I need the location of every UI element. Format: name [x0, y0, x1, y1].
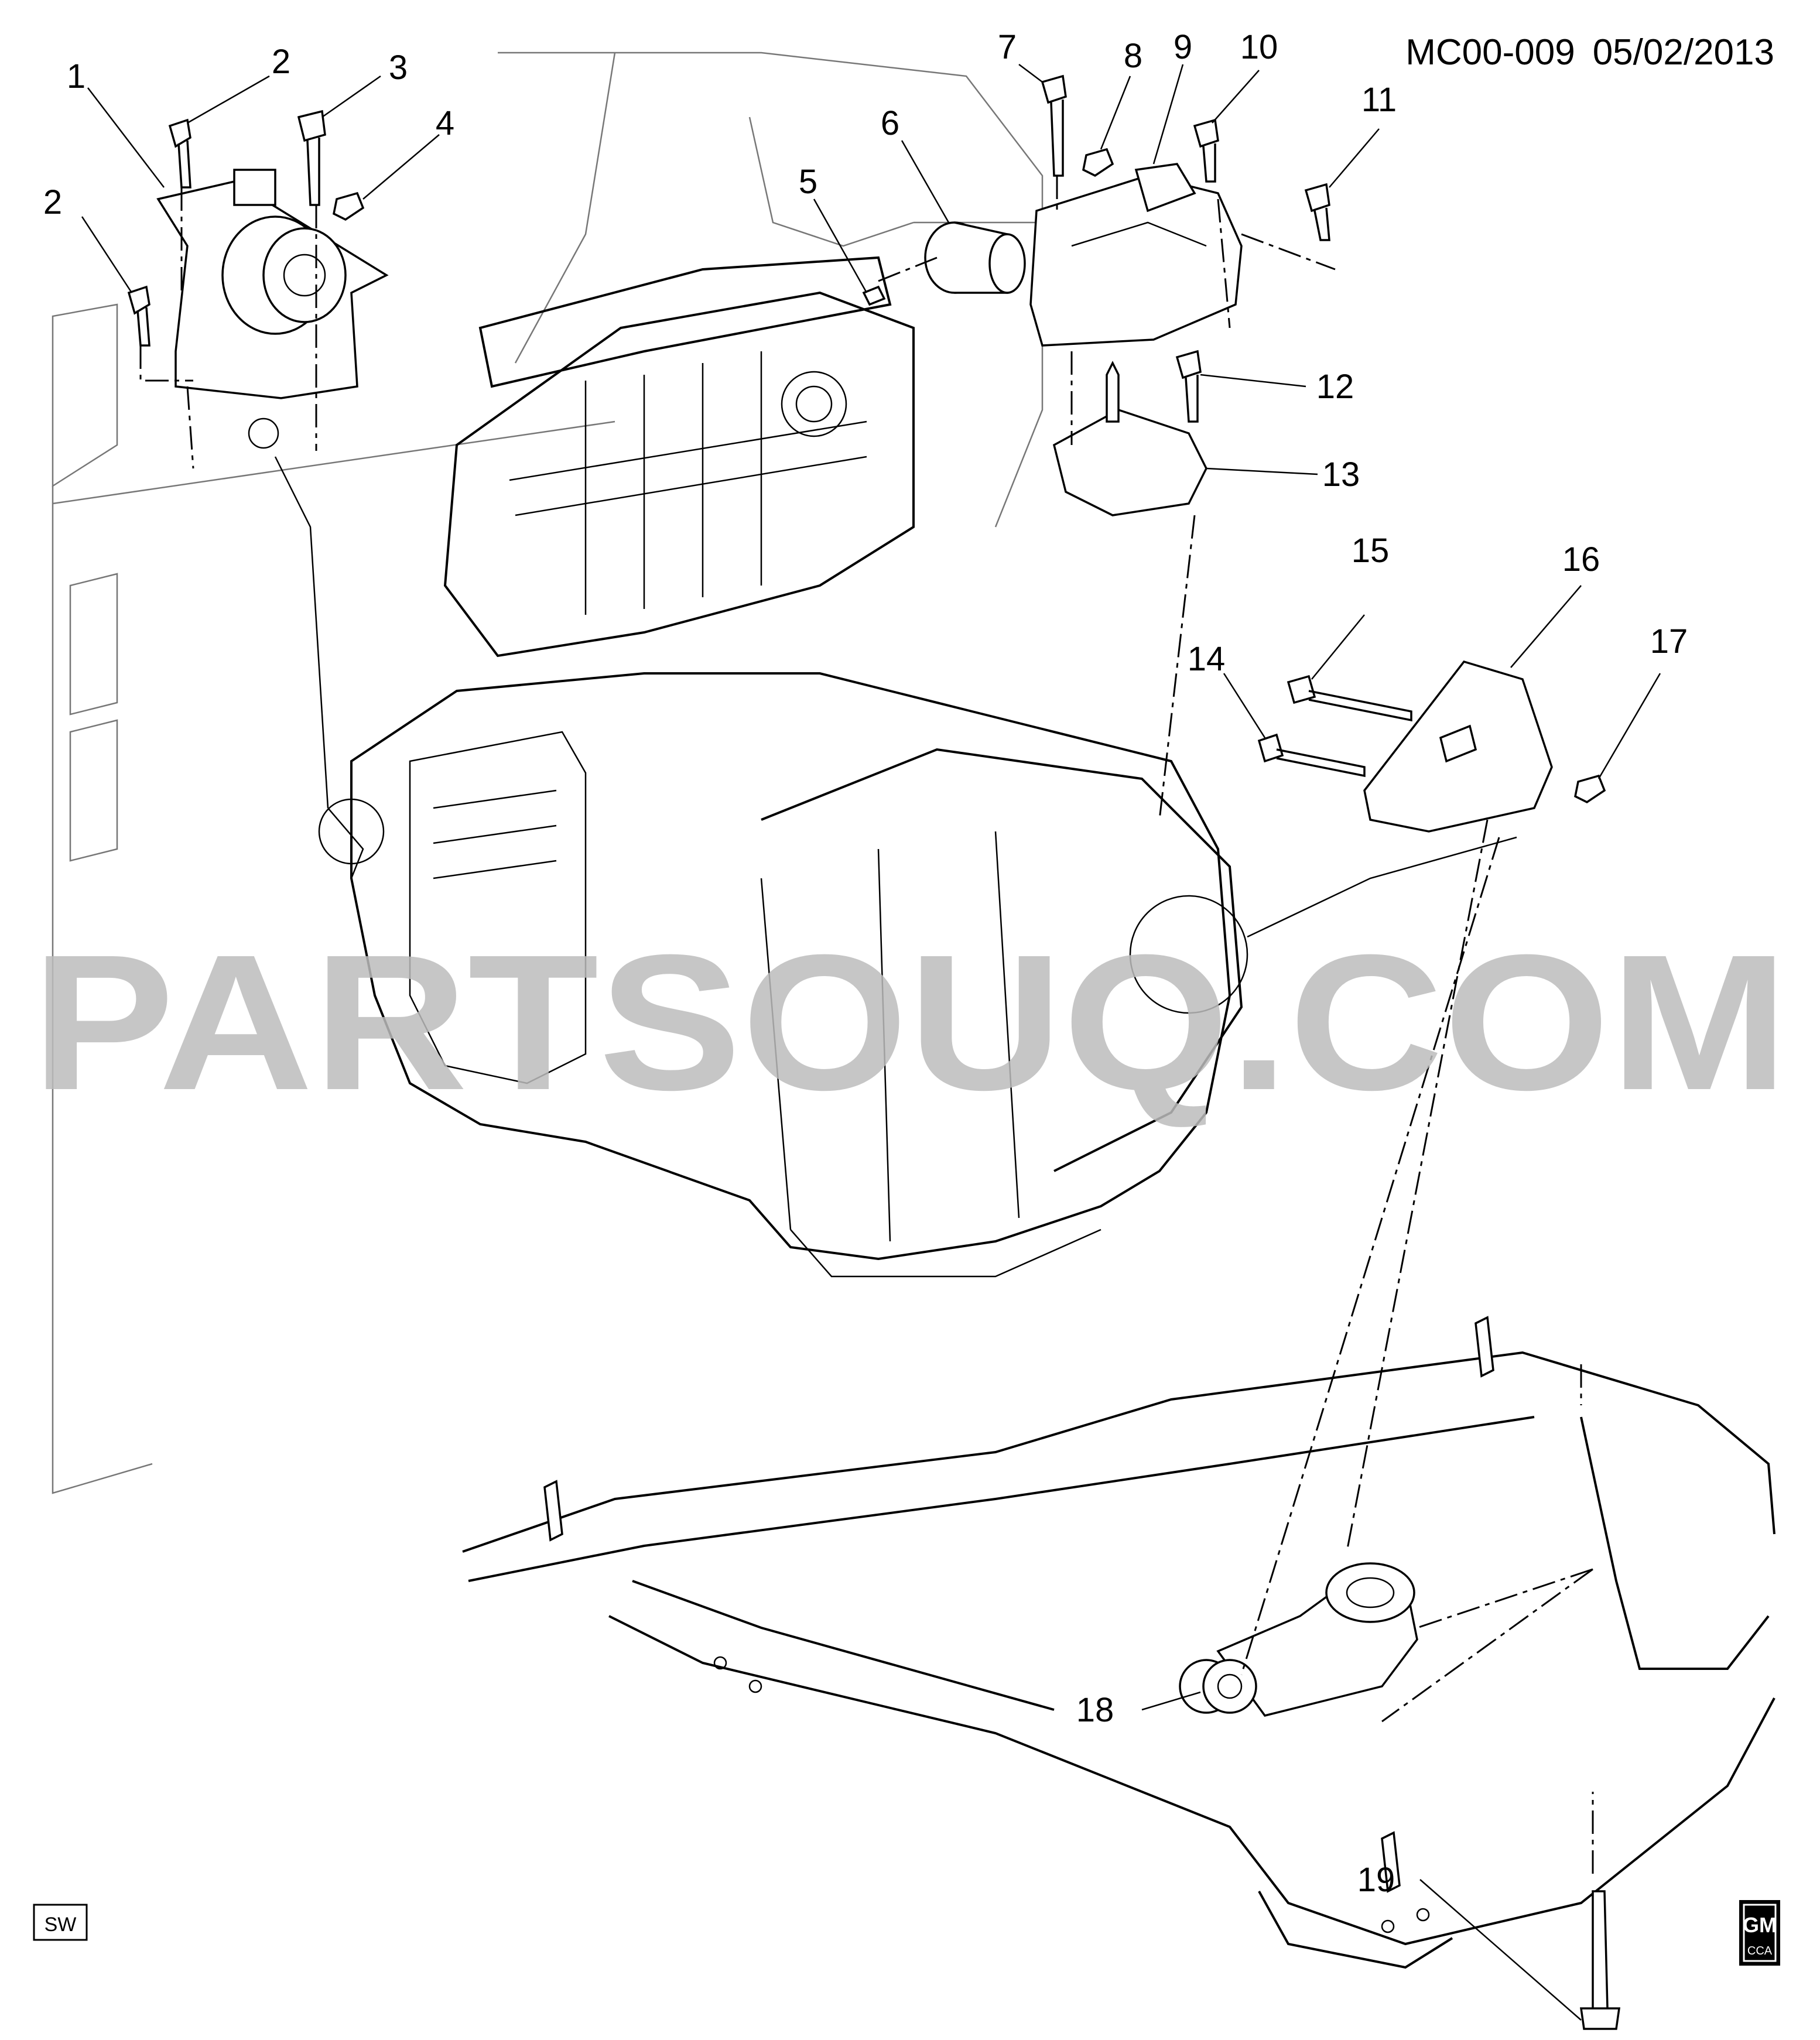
transmission-mount-upper — [1029, 163, 1243, 347]
nut-icon-4 — [333, 191, 365, 221]
sw-tag: SW — [33, 1904, 88, 1941]
callout-17: 17 — [1650, 622, 1688, 660]
callout-15: 15 — [1352, 532, 1390, 570]
transmission-mount-lower — [1052, 361, 1207, 516]
callout-1: 1 — [67, 57, 85, 95]
front-subframe — [462, 1316, 1775, 1969]
bolt-icon-14 — [1257, 733, 1366, 778]
callout-labels: 1 2 2 3 4 5 6 7 8 9 10 11 12 13 14 15 16… — [43, 28, 1688, 1899]
engine-mount-left — [156, 169, 389, 399]
bolt-icon-10 — [1193, 118, 1219, 183]
gm-logo: GM CCA — [1739, 1900, 1780, 1966]
callout-6: 6 — [881, 104, 899, 142]
callout-14: 14 — [1188, 640, 1226, 678]
sw-tag-text: SW — [45, 1914, 77, 1936]
callout-12: 12 — [1316, 368, 1354, 406]
bolt-icon-19 — [1579, 1890, 1621, 2030]
alignment-lines — [139, 176, 1594, 1874]
callout-13: 13 — [1322, 456, 1360, 494]
callout-7: 7 — [998, 28, 1017, 66]
drawing-date: 05/02/2013 — [1593, 32, 1774, 73]
bolt-icon-12 — [1175, 350, 1202, 423]
bolt-icon-2a — [168, 118, 191, 189]
mount-bracket — [1363, 660, 1553, 833]
gm-logo-subtext: CCA — [1747, 1945, 1773, 1957]
callout-18: 18 — [1076, 1691, 1114, 1729]
callout-16: 16 — [1562, 540, 1600, 579]
leader-lines — [81, 64, 1661, 2021]
bolt-icon-3 — [297, 109, 326, 206]
body-panel-outline — [52, 52, 1044, 1494]
callout-2a: 2 — [272, 43, 290, 81]
callout-19: 19 — [1357, 1861, 1395, 1899]
bolt-icon-11 — [1304, 183, 1330, 241]
callout-10: 10 — [1240, 28, 1278, 66]
bolt-icon-7 — [1041, 74, 1067, 177]
callout-8: 8 — [1124, 37, 1142, 75]
engine-block — [248, 256, 1248, 1278]
callout-9: 9 — [1174, 28, 1192, 66]
gm-logo-text: GM — [1743, 1913, 1777, 1937]
callout-4: 4 — [436, 104, 454, 142]
nut-icon-17 — [1574, 774, 1606, 804]
watermark: PARTSOUQ.COM — [32, 914, 1788, 1130]
small-bolt — [862, 285, 886, 306]
torque-strut — [1179, 1562, 1418, 1717]
callout-3: 3 — [389, 49, 408, 87]
mount-bushing — [924, 221, 1026, 294]
callout-2b: 2 — [43, 183, 62, 221]
bolt-icon-2b — [127, 285, 150, 347]
bolt-icon-15 — [1287, 675, 1412, 722]
nut-icon-8 — [1082, 148, 1114, 177]
callout-11: 11 — [1361, 81, 1397, 119]
callout-5: 5 — [799, 163, 817, 201]
diagram-header: MC00-009 05/02/2013 — [1405, 32, 1774, 73]
drawing-id: MC00-009 — [1405, 32, 1575, 73]
